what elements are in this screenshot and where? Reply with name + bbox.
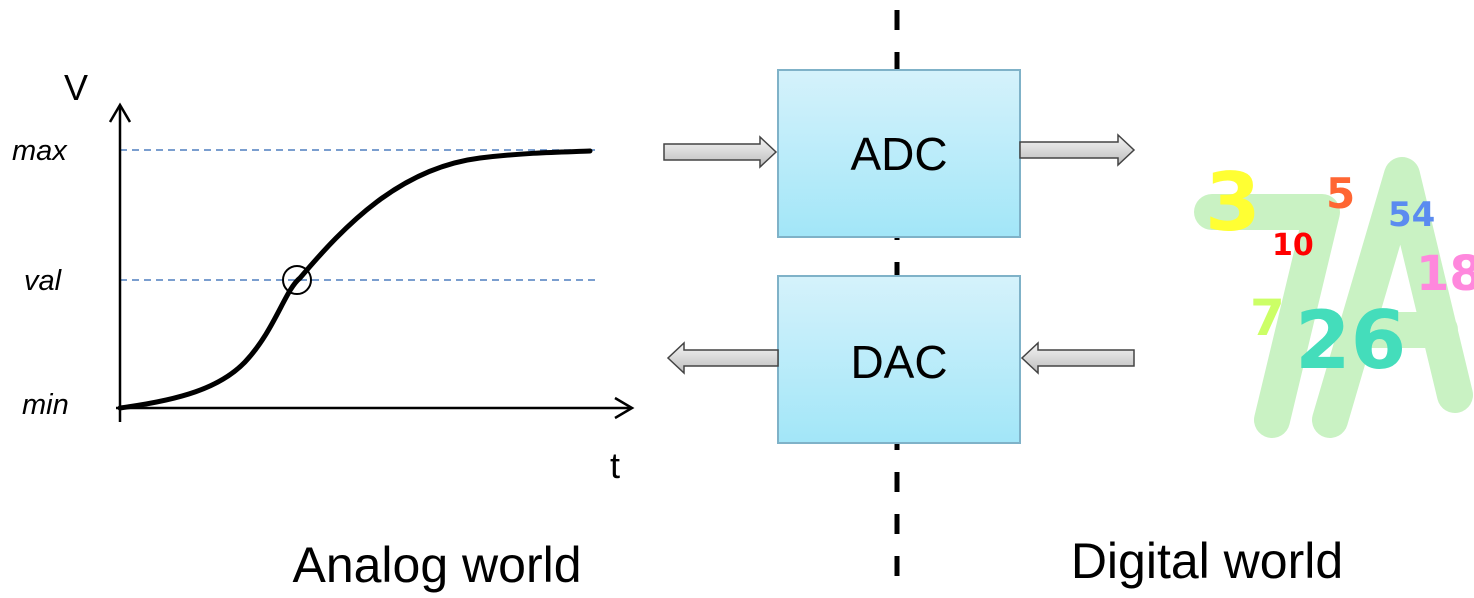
signal-curve — [117, 148, 593, 411]
analog-graph: V t max val min — [12, 67, 635, 486]
x-axis-label: t — [610, 445, 620, 486]
adc-box — [777, 69, 1021, 238]
analog-world-caption: Analog world — [292, 537, 581, 593]
digital-number: 3 — [1205, 156, 1261, 249]
digital-number: 26 — [1295, 294, 1406, 387]
adc-label: ADC — [850, 128, 947, 180]
digital-number: 10 — [1272, 228, 1314, 263]
digital-to-dac-arrow — [1020, 341, 1135, 375]
dac-block: DAC — [777, 275, 1021, 444]
digital-number: 54 — [1388, 195, 1435, 235]
digital-numbers: 3 10 5 54 18 7 26 — [1205, 156, 1474, 387]
min-level-label: min — [22, 389, 69, 421]
val-level-label: val — [24, 265, 63, 297]
big-a-glyph — [1312, 157, 1473, 438]
digital-number: 7 — [1250, 289, 1285, 347]
adc-block: ADC — [777, 69, 1021, 238]
sample-point-marker — [282, 265, 312, 295]
digital-number: 5 — [1326, 169, 1355, 218]
digital-number: 18 — [1416, 246, 1474, 302]
dac-to-analog-arrow — [666, 341, 779, 375]
dac-label: DAC — [850, 336, 947, 388]
analog-to-adc-arrow — [663, 135, 778, 169]
y-axis-label: V — [64, 67, 88, 108]
digital-world-caption: Digital world — [1071, 533, 1343, 589]
y-axis-arrowhead — [108, 102, 132, 123]
x-axis-arrowhead — [614, 396, 635, 420]
dac-box — [777, 275, 1021, 444]
adc-to-digital-arrow — [1019, 133, 1136, 167]
digital-background-glyphs — [1194, 157, 1473, 438]
max-level-label: max — [12, 135, 68, 167]
big-seven-glyph — [1194, 194, 1340, 438]
